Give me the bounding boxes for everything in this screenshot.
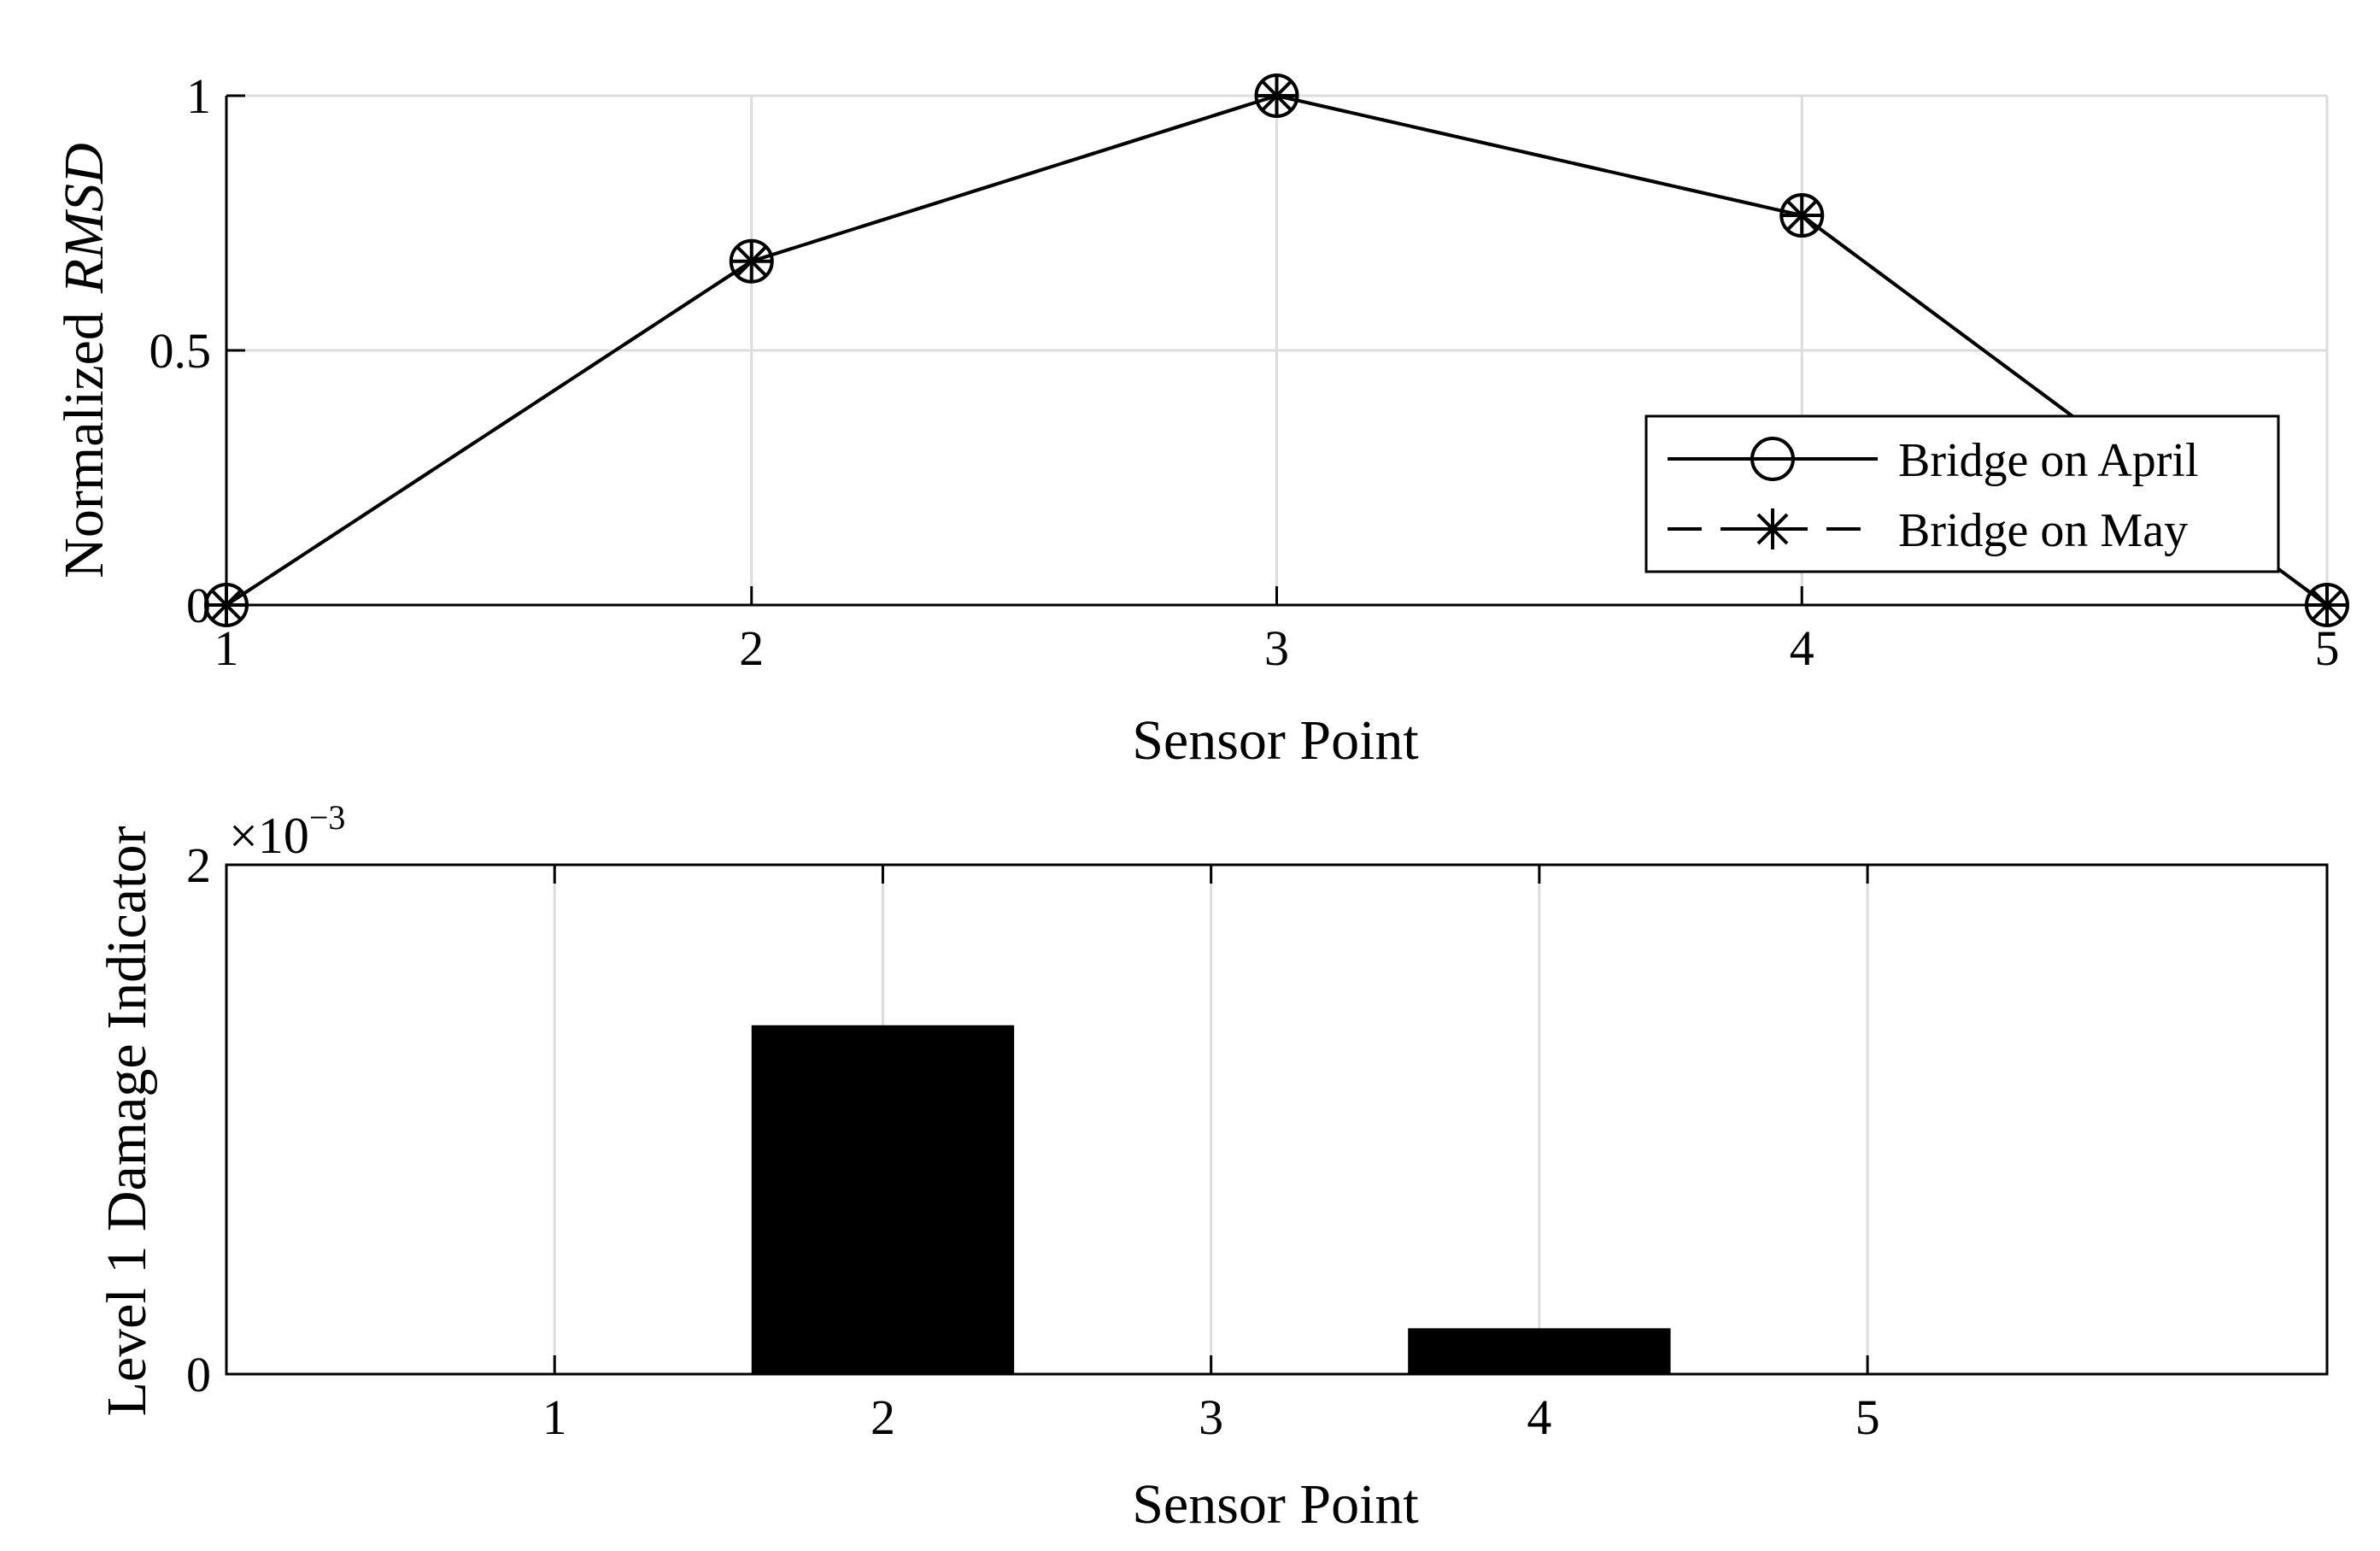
top-y-tick-label: 0.5 (149, 323, 212, 379)
bar-sensor-2 (751, 1025, 1015, 1374)
bottom-chart-tick-labels: 1 2 3 4 5 0 2 (186, 837, 1880, 1445)
top-chart-x-axis-label: Sensor Point (1132, 709, 1419, 772)
rmsd-line-chart: 1 2 3 4 5 0 0.5 1 Sensor Point Normalized RMSD B… (53, 68, 2349, 772)
bottom-y-tick-label: 0 (186, 1347, 211, 1402)
bottom-y-tick-label: 2 (186, 837, 211, 893)
asterisk-stroke (1785, 199, 1818, 232)
bottom-chart-y-axis-label: Level 1 Damage Indicator (96, 826, 158, 1417)
legend-marker-asterisk (1752, 508, 1793, 549)
bottom-chart-exponent-label: ×10−3 (229, 798, 345, 864)
bottom-x-tick-label: 2 (871, 1389, 895, 1445)
data-point-may (1781, 195, 1823, 237)
legend-marker-circle (1750, 437, 1795, 481)
top-x-tick-label: 3 (1264, 620, 1289, 676)
legend-label-april: Bridge on April (1898, 434, 2199, 487)
top-x-tick-label: 1 (214, 620, 239, 676)
top-x-tick-label: 5 (2315, 620, 2340, 676)
data-point-may (1256, 75, 1298, 116)
top-chart-y-axis-label-italic: RMSD (53, 143, 115, 294)
legend-label-may: Bridge on May (1898, 504, 2188, 557)
top-chart-tick-labels: 1 2 3 4 5 0 0.5 1 (149, 68, 2340, 676)
top-chart-series (204, 73, 2349, 627)
asterisk-stroke (1261, 79, 1293, 112)
top-y-tick-label: 0 (186, 578, 211, 633)
bottom-chart-axes (225, 863, 2329, 1376)
bottom-chart-x-axis-label: Sensor Point (1132, 1473, 1419, 1536)
top-x-tick-label: 2 (739, 620, 764, 676)
bottom-x-tick-label: 5 (1855, 1389, 1880, 1445)
top-chart-legend: Bridge on April Bridge on May (1644, 414, 2280, 573)
top-x-tick-label: 4 (1790, 620, 1814, 676)
legend-box (1644, 414, 2280, 573)
asterisk-stroke (736, 245, 768, 278)
bottom-x-tick-label: 4 (1527, 1389, 1551, 1445)
exponent-base: ×10 (229, 808, 309, 864)
damage-indicator-bar-chart: 1 2 3 4 5 0 2 Sensor Point Level 1 Damage Indi… (96, 798, 2329, 1536)
top-y-tick-label: 1 (186, 68, 211, 124)
top-chart-y-axis-label-prefix: Normalized (53, 312, 115, 579)
data-point-may (730, 240, 772, 282)
bottom-chart-bars (751, 1025, 1671, 1374)
bottom-x-tick-label: 3 (1199, 1389, 1223, 1445)
top-chart-axes (225, 94, 2329, 607)
top-chart-y-axis-label: Normalized RMSD (53, 143, 115, 579)
bottom-x-tick-label: 1 (542, 1389, 567, 1445)
bottom-axes-box (225, 863, 2329, 1376)
exponent-power: −3 (309, 798, 346, 837)
